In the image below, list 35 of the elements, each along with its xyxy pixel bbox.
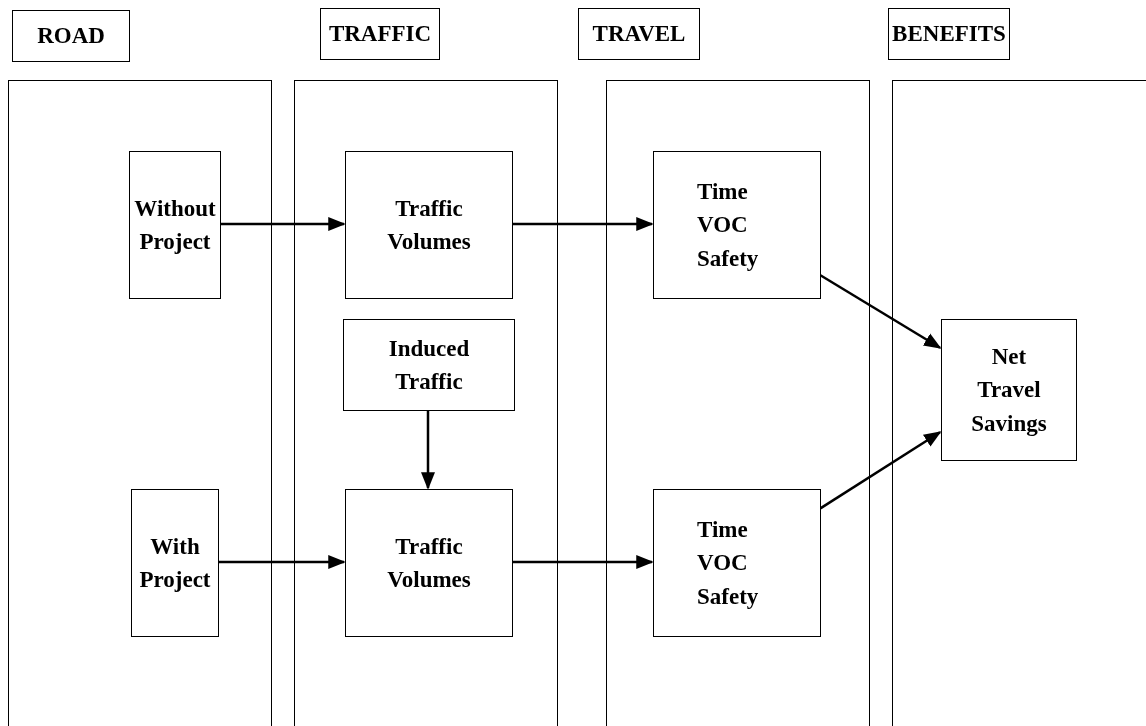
arrow	[220, 217, 346, 231]
box-label: Traffic Volumes	[386, 194, 472, 256]
arrow	[218, 555, 346, 569]
process-box	[343, 319, 515, 411]
arrow	[512, 555, 654, 569]
arrow	[819, 431, 942, 510]
box-label: Time VOC Safety	[697, 516, 760, 611]
box-label: ROAD	[37, 22, 105, 51]
box-label: BENEFITS	[892, 20, 1006, 49]
process-box	[653, 151, 821, 299]
process-box	[941, 319, 1077, 461]
column-panel	[294, 80, 558, 726]
box-label: Induced Traffic	[387, 334, 471, 396]
box-label: With Project	[138, 532, 212, 594]
header-box	[888, 8, 1010, 60]
header-box	[578, 8, 700, 60]
process-box	[653, 489, 821, 637]
process-box	[345, 489, 513, 637]
box-label: Traffic Volumes	[386, 532, 472, 594]
header-box	[12, 10, 130, 62]
arrow	[819, 273, 942, 349]
arrow	[421, 410, 435, 490]
column-panel	[8, 80, 272, 726]
box-label: Net Travel Savings	[970, 343, 1048, 438]
column-panel	[606, 80, 870, 726]
box-label: TRAVEL	[592, 20, 686, 49]
arrow	[512, 217, 654, 231]
process-box	[345, 151, 513, 299]
header-box	[320, 8, 440, 60]
box-label: Time VOC Safety	[697, 178, 760, 273]
column-panel	[892, 80, 1146, 726]
process-box	[129, 151, 221, 299]
box-label: TRAFFIC	[328, 20, 432, 49]
box-label: Without Project	[134, 194, 216, 256]
process-box	[131, 489, 219, 637]
